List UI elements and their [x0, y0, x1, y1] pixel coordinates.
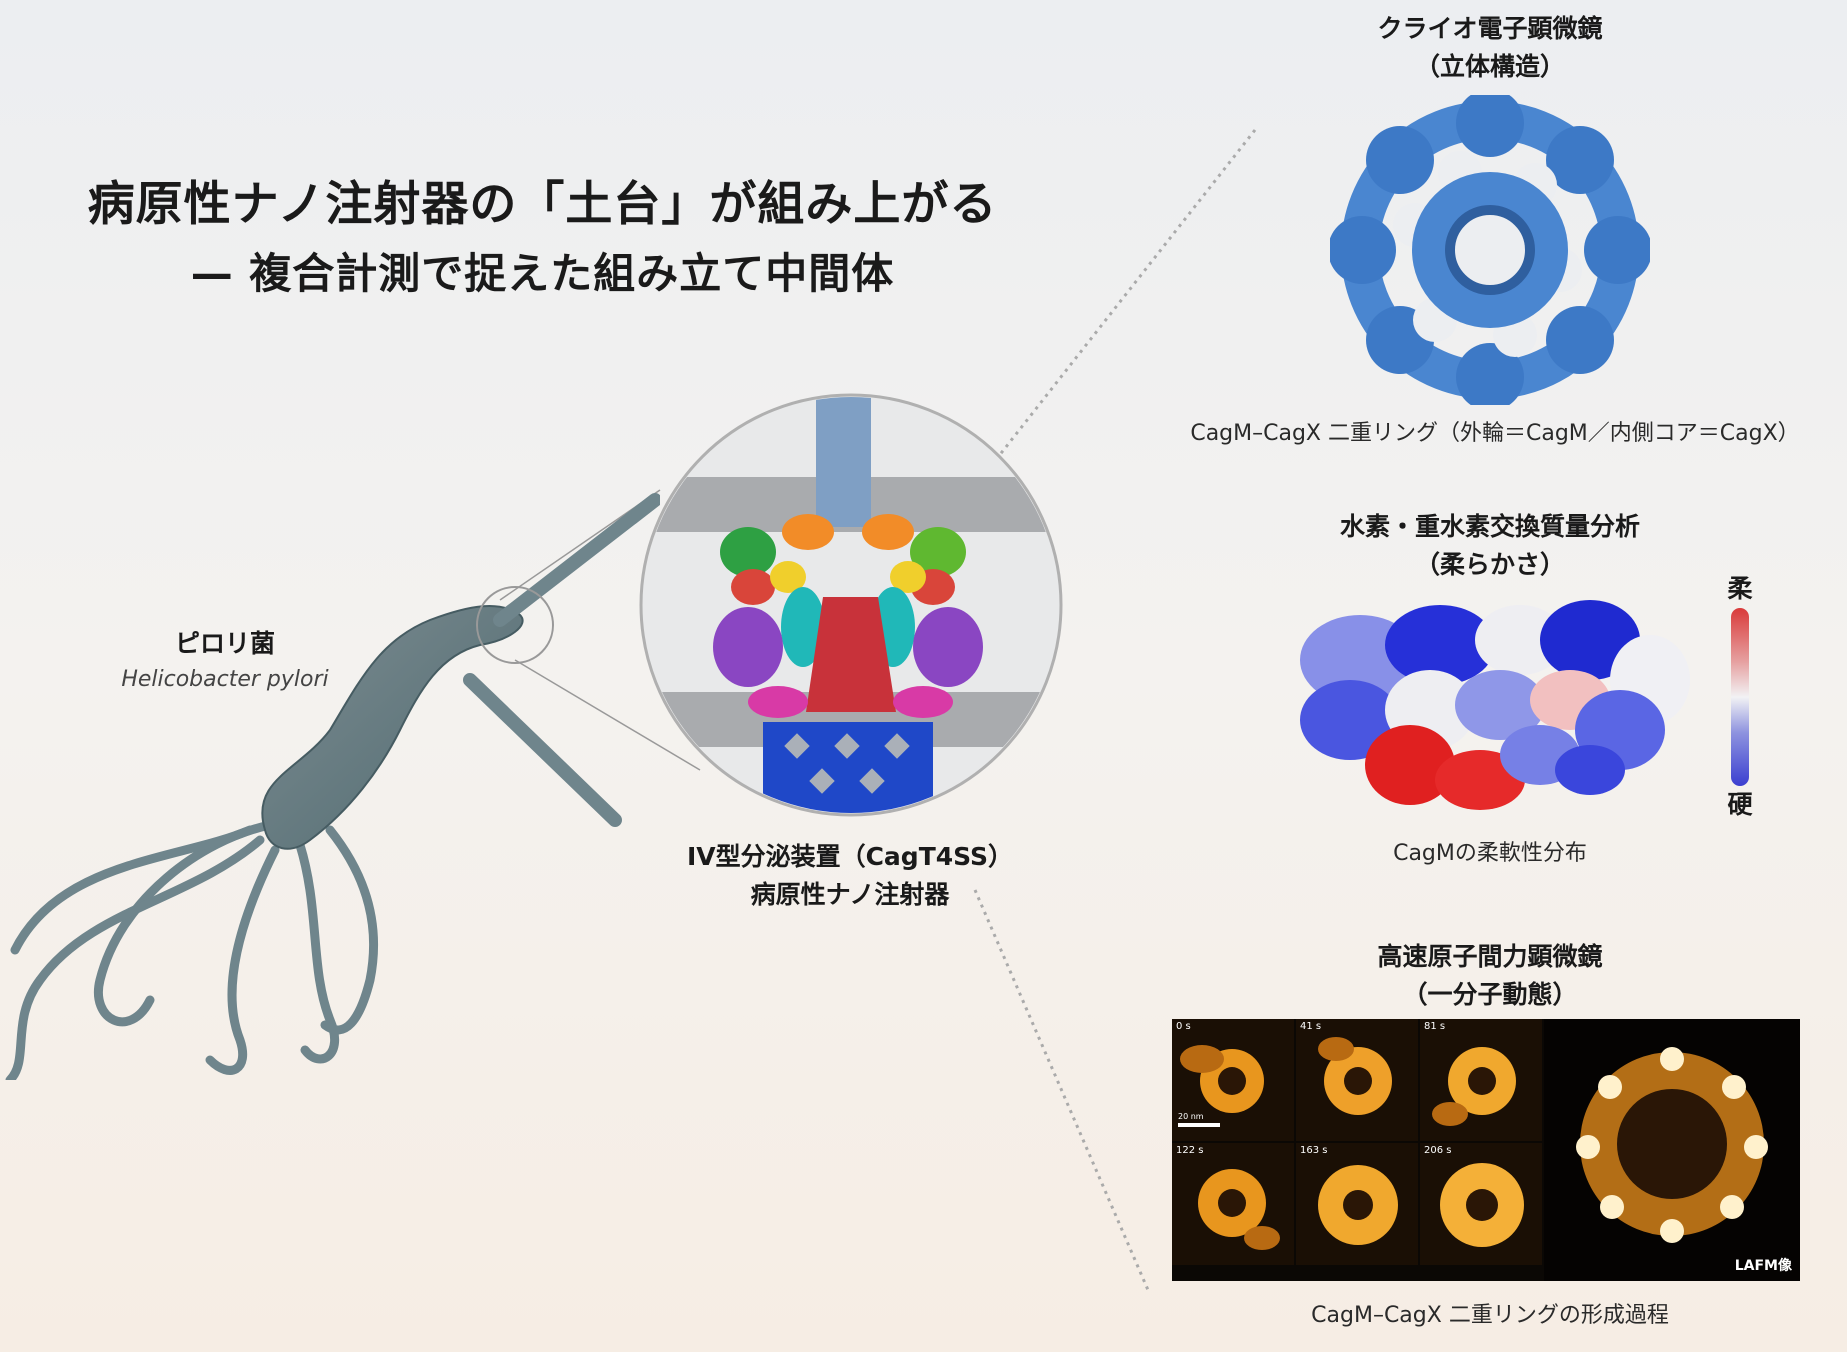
title-line-1: 病原性ナノ注射器の「土台」が組み上がる: [87, 177, 998, 232]
afm-frame: 206 s: [1420, 1143, 1542, 1265]
afm-frame-time: 81 s: [1424, 1021, 1446, 1032]
zoom-circle-small: [476, 586, 554, 664]
complex-purple-right: [913, 607, 983, 687]
bacterium-name: ピロリ菌: [174, 629, 275, 658]
complex-core-red: [806, 597, 896, 712]
colorbar-top-label: 柔: [1727, 574, 1753, 603]
hdx-caption: CagMの柔軟性分布: [1393, 841, 1587, 866]
hdx-surface-image: [1300, 600, 1690, 810]
secretion-label-2: 病原性ナノ注射器: [750, 880, 950, 909]
afm-label-2: （一分子動態）: [1402, 980, 1578, 1009]
pilus: [816, 397, 871, 527]
afm-frame: 0 s 20 nm: [1172, 1019, 1294, 1141]
injector-rod-bottom: [463, 673, 622, 827]
title-line-2: — 複合計測で捉えた組み立て中間体: [190, 249, 895, 298]
afm-image-panel: 0 s 20 nm 41 s 81 s 122 s 163 s 206 s: [1172, 1019, 1800, 1281]
flexibility-colorbar: [1731, 608, 1749, 786]
cryo-em-caption: CagM–CagX 二重リング（外輪＝CagM／内側コア＝CagX）: [1190, 421, 1800, 446]
complex-magenta-left: [748, 686, 808, 718]
complex-purple-left: [713, 607, 783, 687]
afm-frame: 41 s: [1296, 1019, 1418, 1141]
complex-green-left: [720, 527, 776, 577]
afm-frame-time: 122 s: [1176, 1145, 1204, 1156]
secretion-system-illustration: [639, 393, 1063, 817]
complex-yellow-left: [770, 561, 806, 593]
afm-frame-time: 206 s: [1424, 1145, 1452, 1156]
complex-green-right: [910, 527, 966, 577]
bacterium-illustration: [5, 493, 660, 1080]
bacterium-species: Helicobacter pylori: [121, 667, 329, 692]
afm-scale-bar: [1178, 1123, 1220, 1127]
afm-scale-label: 20 nm: [1178, 1112, 1204, 1121]
complex-yellow-right: [890, 561, 926, 593]
divider-bottom: [973, 889, 1150, 1291]
injector-rod-top: [493, 493, 660, 627]
cryo-em-label-1: クライオ電子顕微鏡: [1377, 14, 1603, 43]
complex-orange-right: [862, 514, 914, 550]
lafm-label: LAFM像: [1734, 1258, 1792, 1274]
zoom-line-bottom: [514, 659, 701, 771]
secretion-label-1: IV型分泌装置（CagT4SS）: [686, 842, 1014, 871]
complex-red-left: [731, 569, 775, 605]
bacterium-body: [261, 604, 524, 850]
afm-label-1: 高速原子間力顕微鏡: [1377, 942, 1603, 971]
complex-cyan-left: [781, 587, 825, 667]
afm-frame-time: 163 s: [1300, 1145, 1328, 1156]
complex-magenta-right: [893, 686, 953, 718]
colorbar-bottom-label: 硬: [1727, 790, 1753, 819]
hdx-label-1: 水素・重水素交換質量分析: [1339, 512, 1640, 541]
cryo-em-ring-image: [1330, 95, 1650, 405]
afm-frame: 81 s: [1420, 1019, 1542, 1141]
afm-frame: 163 s: [1296, 1143, 1418, 1265]
cryo-em-label-2: （立体構造）: [1414, 52, 1565, 81]
afm-frame: 122 s: [1172, 1143, 1294, 1265]
flagella: [5, 820, 379, 1080]
afm-frame-time: 0 s: [1176, 1021, 1191, 1032]
afm-frame-time: 41 s: [1300, 1021, 1322, 1032]
complex-orange-left: [782, 514, 834, 550]
lafm-image: [1544, 1019, 1800, 1281]
hdx-label-2: （柔らかさ）: [1414, 550, 1565, 579]
afm-caption: CagM–CagX 二重リングの形成過程: [1311, 1303, 1669, 1328]
central-pore: [1445, 205, 1535, 295]
